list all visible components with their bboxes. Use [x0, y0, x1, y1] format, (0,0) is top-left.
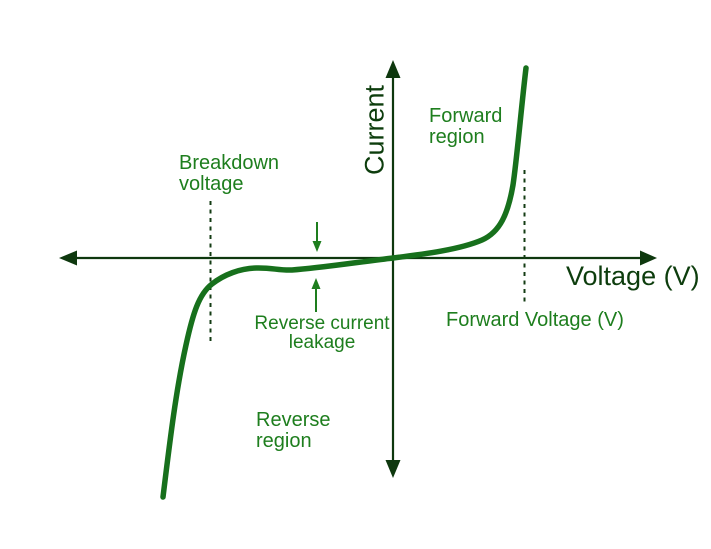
x-axis-left-arrowhead-icon: [59, 250, 77, 266]
y-axis-top-arrowhead-icon: [385, 60, 401, 78]
x-axis-label: Voltage (V): [566, 261, 700, 291]
forward-region-label: Forward region: [429, 106, 502, 148]
reverse-current-leakage-line2: leakage: [288, 332, 356, 353]
iv-characteristic-curve: [160, 65, 529, 500]
reverse-region-line1: Reverse: [256, 409, 331, 431]
reverse-region-line2: region: [256, 430, 312, 452]
reverse-current-leakage-label: Reverse current leakage: [238, 314, 406, 352]
forward-voltage-label: Forward Voltage (V): [446, 309, 624, 331]
forward-region-line2: region: [429, 126, 485, 148]
reverse-leakage-down-arrowhead-icon: [312, 241, 322, 252]
reverse-current-leakage-line1: Reverse current: [254, 313, 390, 334]
y-axis-label: Current: [359, 84, 390, 176]
breakdown-voltage-line2: voltage: [179, 173, 244, 195]
y-axis-bottom-arrowhead-icon: [385, 460, 401, 478]
forward-region-line1: Forward: [429, 105, 503, 127]
breakdown-voltage-line1: Breakdown: [179, 152, 280, 174]
reverse-leakage-up-arrowhead-icon: [311, 278, 321, 289]
breakdown-voltage-label: Breakdown voltage: [179, 153, 279, 195]
reverse-region-label: Reverse region: [256, 410, 330, 452]
x-axis-right-arrowhead-icon: [640, 250, 657, 266]
